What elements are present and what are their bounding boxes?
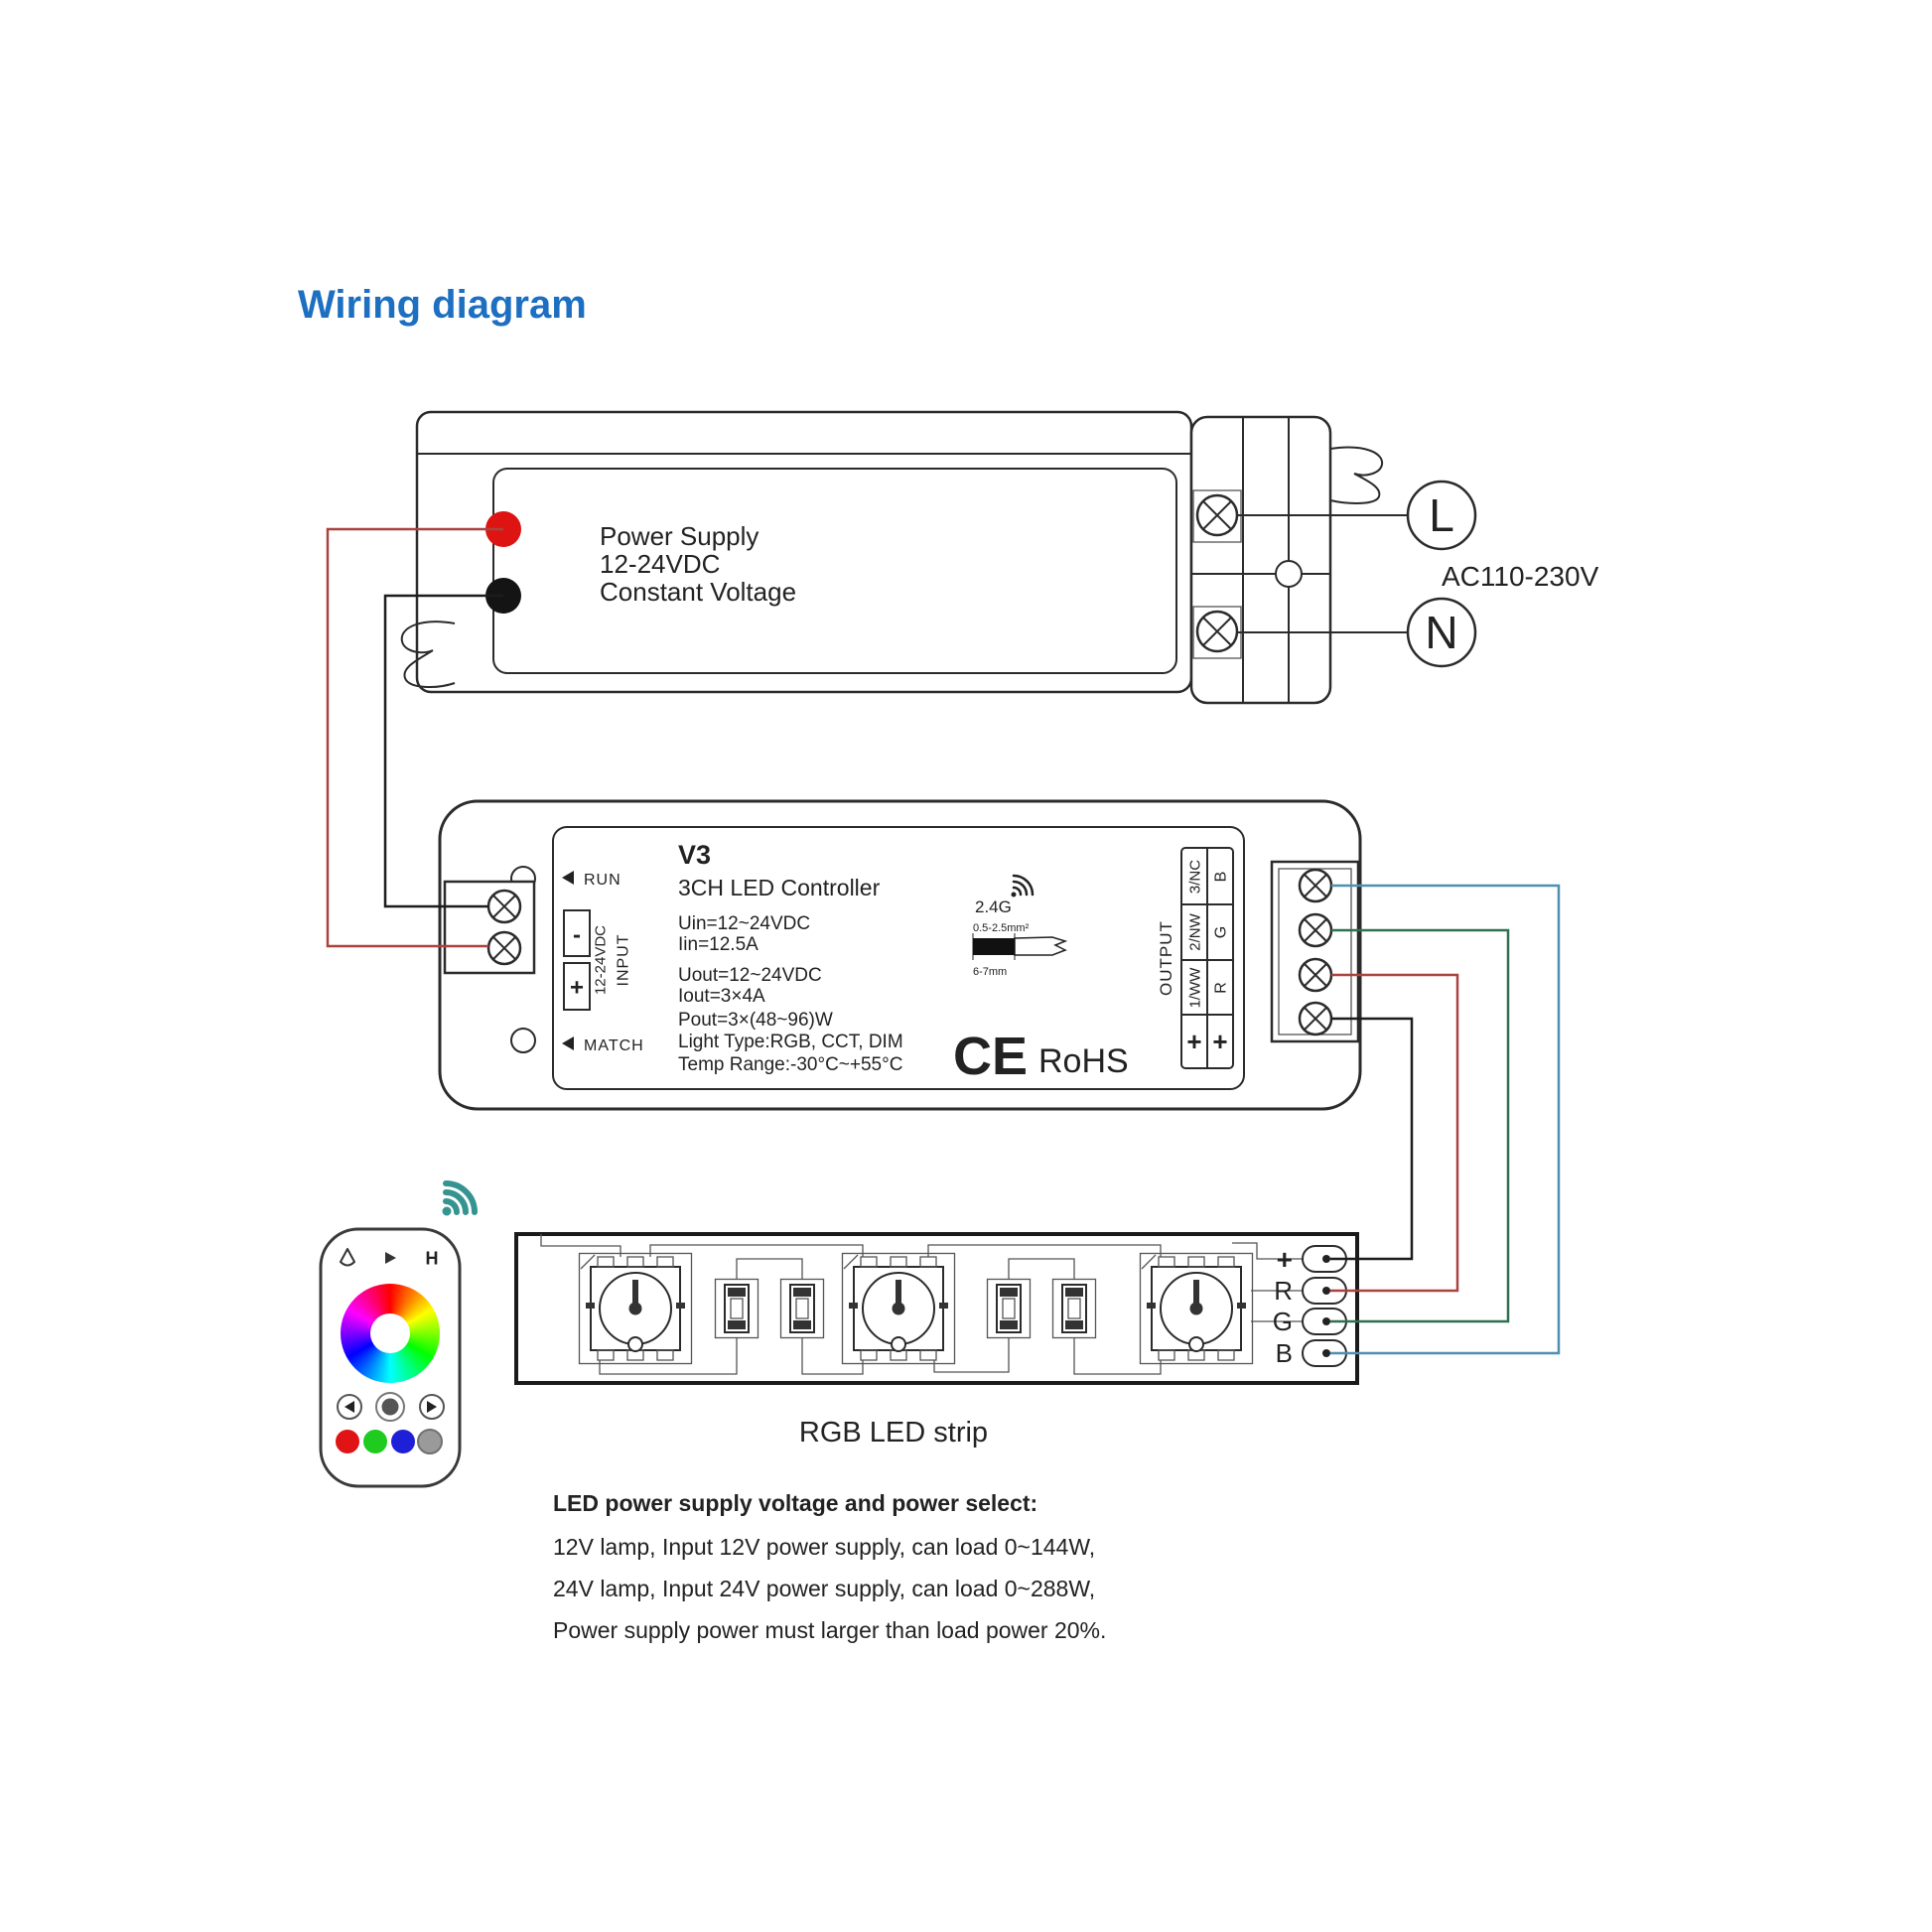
output-b: B	[1213, 872, 1230, 883]
play-icon	[385, 1252, 396, 1264]
screw-terminal	[1298, 1001, 1333, 1036]
spec-iin: Iin=12.5A	[678, 934, 759, 955]
screw-terminal	[486, 889, 522, 924]
wire-clip-icon	[1329, 446, 1384, 504]
rgb-led-strip: + R G B RGB LED strip	[514, 1232, 1359, 1449]
screw-terminal	[486, 930, 522, 966]
match-led-hole	[510, 1028, 536, 1053]
live-terminal: L	[1429, 489, 1454, 541]
rohs-mark: RoHS	[1038, 1042, 1129, 1080]
dc-negative-wire	[383, 594, 503, 908]
left-arrow-icon	[345, 1401, 354, 1413]
pad-b-label: B	[1276, 1338, 1293, 1368]
power-supply-voltage: 12-24VDC	[600, 549, 720, 579]
dc-input-block	[443, 880, 536, 975]
spec-uin: Uin=12~24VDC	[678, 913, 810, 934]
spec-uout: Uout=12~24VDC	[678, 965, 822, 986]
wifi-icon	[442, 1180, 478, 1216]
run-arrow-icon	[562, 871, 574, 885]
screw-terminal	[1298, 912, 1333, 948]
screw-terminal	[1298, 868, 1333, 903]
output-screw-block	[1270, 860, 1360, 1043]
pad-r-label: R	[1274, 1276, 1293, 1306]
spec-light-type: Light Type:RGB, CCT, DIM	[678, 1032, 903, 1052]
controller-model: V3	[678, 840, 711, 870]
notes-title: LED power supply voltage and power selec…	[553, 1490, 1037, 1516]
ac-terminal-block	[1189, 415, 1384, 705]
notes: LED power supply voltage and power selec…	[553, 1490, 1106, 1643]
spec-pout: Pout=3×(48~96)W	[678, 1010, 833, 1031]
white-button	[417, 1429, 443, 1454]
output-ch2: 2/NW	[1186, 912, 1203, 950]
output-ch1: 1/WW	[1186, 967, 1203, 1009]
ce-mark: CE	[953, 1027, 1028, 1086]
dc-positive-wire	[326, 527, 503, 948]
plus-wire	[1330, 1017, 1414, 1261]
h-icon: H	[426, 1248, 439, 1268]
pad-plus-label: +	[1277, 1244, 1293, 1275]
pad-g-label: G	[1273, 1307, 1293, 1336]
spec-iout: Iout=3×4A	[678, 986, 765, 1007]
output-label: OUTPUT	[1157, 920, 1175, 996]
match-label: MATCH	[584, 1037, 644, 1054]
input-label: INPUT	[616, 934, 632, 987]
led-package	[843, 1254, 955, 1364]
ok-button-center	[381, 1398, 399, 1416]
signal-2-4g-icon: 2.4G	[975, 874, 1035, 916]
power-supply-unit: Power Supply 12-24VDC Constant Voltage	[400, 410, 1384, 705]
power-supply-type: Constant Voltage	[600, 577, 796, 607]
green-wire	[1330, 928, 1510, 1323]
notes-line-1: 12V lamp, Input 12V power supply, can lo…	[553, 1534, 1095, 1560]
led-controller-unit: RUN MATCH - + 12-24VDC INPUT V3 3CH LED …	[438, 799, 1362, 1111]
right-arrow-icon	[427, 1401, 437, 1413]
strip-pads: + R G B	[1273, 1244, 1347, 1368]
color-wheel-center	[370, 1313, 410, 1353]
blue-button	[391, 1430, 415, 1453]
ac-rating: AC110-230V	[1442, 561, 1599, 592]
green-button	[363, 1430, 387, 1453]
spec-temp-range: Temp Range:-30°C~+55°C	[678, 1054, 902, 1075]
lamp-icon	[340, 1248, 355, 1267]
controller-name: 3CH LED Controller	[678, 875, 881, 900]
match-arrow-icon	[562, 1036, 574, 1050]
power-supply-label: Power Supply	[600, 521, 759, 551]
screw-terminal	[1195, 493, 1239, 537]
output-grid: OUTPUT 3/NC 2/NW 1/WW B G R + +	[1157, 847, 1234, 1069]
red-button	[336, 1430, 359, 1453]
run-label: RUN	[584, 872, 621, 889]
red-wire	[1330, 973, 1459, 1293]
page-title: Wiring diagram	[298, 283, 587, 327]
radio-label: 2.4G	[975, 897, 1012, 916]
wire-strip-icon: 0.5-2.5mm² 6-7mm	[972, 922, 1068, 978]
notes-line-2: 24V lamp, Input 24V power supply, can lo…	[553, 1576, 1095, 1601]
input-minus-label: -	[573, 921, 581, 948]
output-r: R	[1213, 982, 1230, 994]
output-plus1: +	[1186, 1027, 1201, 1056]
screw-terminal	[1298, 957, 1333, 993]
wire-gauge-label: 0.5-2.5mm²	[973, 922, 1030, 934]
strip-label: RGB LED strip	[799, 1417, 988, 1449]
output-plus2: +	[1212, 1027, 1227, 1056]
output-g: G	[1213, 926, 1230, 938]
notes-line-3: Power supply power must larger than load…	[553, 1617, 1106, 1643]
led-package	[580, 1254, 692, 1364]
connection-wires	[326, 527, 1561, 1355]
neutral-terminal: N	[1425, 607, 1457, 658]
mains-terminals: L N AC110-230V	[1237, 480, 1599, 668]
output-ch3: 3/NC	[1186, 860, 1203, 894]
led-package	[1141, 1254, 1253, 1364]
screw-terminal	[1195, 610, 1239, 653]
strip-length-label: 6-7mm	[973, 966, 1007, 978]
input-plus-label: +	[570, 974, 584, 1001]
wire-clip-icon	[400, 621, 456, 688]
blue-wire	[1330, 884, 1561, 1355]
input-voltage-label: 12-24VDC	[592, 925, 609, 995]
